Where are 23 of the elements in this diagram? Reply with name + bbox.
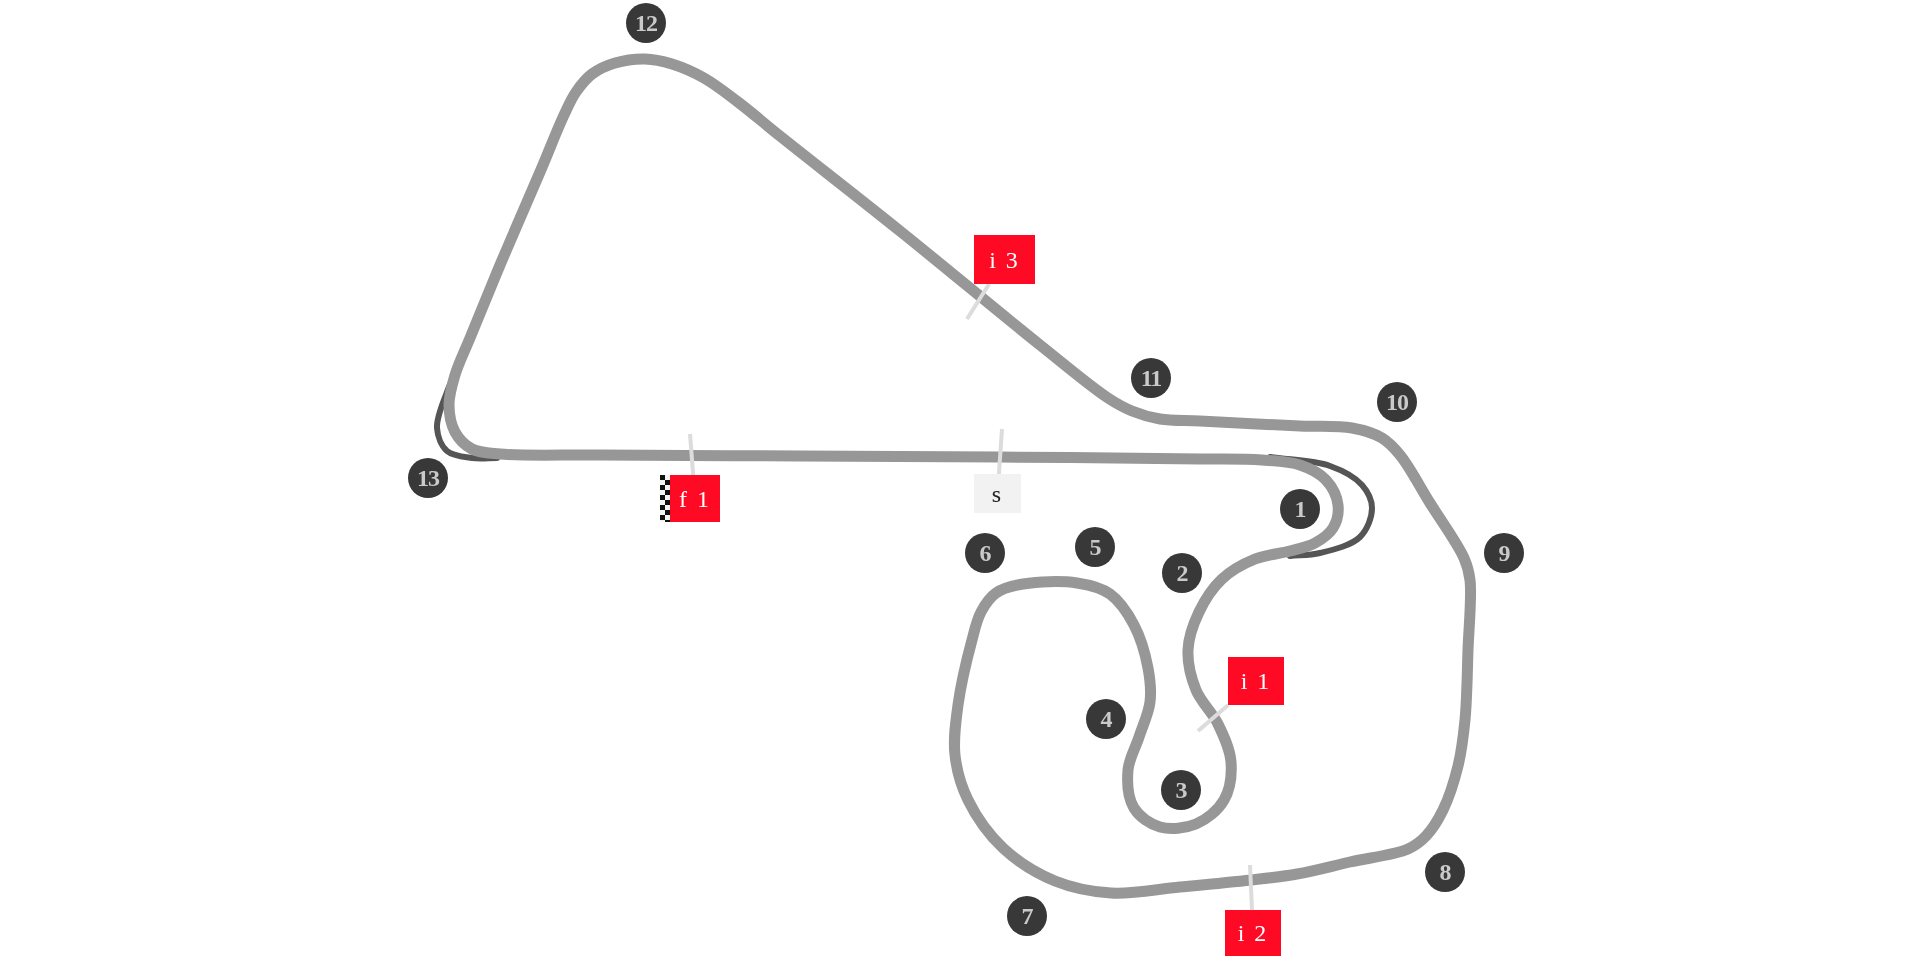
turn-number: 13: [408, 458, 448, 498]
track-marker: i 2: [1225, 910, 1281, 956]
turn-number: 10: [1377, 382, 1417, 422]
leader-line: [965, 282, 991, 321]
leader-line: [688, 433, 696, 476]
track-marker: i 1: [1228, 657, 1284, 705]
turn-number: 1: [1280, 489, 1320, 529]
track-marker: s: [974, 474, 1021, 513]
turn-number: 7: [1007, 896, 1047, 936]
track-marker: f 1: [670, 475, 720, 522]
turn-number: 3: [1161, 770, 1201, 810]
turn-number: 4: [1086, 699, 1126, 739]
turn-number: 8: [1425, 852, 1465, 892]
leader-line: [1248, 864, 1254, 911]
turn-number: 9: [1484, 533, 1524, 573]
turn-number: 5: [1075, 527, 1115, 567]
track-marker: i 3: [974, 235, 1035, 284]
turn-number: 2: [1162, 553, 1202, 593]
leader-line: [996, 428, 1004, 475]
turn-number: 6: [965, 533, 1005, 573]
turn-number: 12: [626, 3, 666, 43]
leader-line: [1196, 703, 1230, 733]
turn-number: 11: [1131, 358, 1171, 398]
